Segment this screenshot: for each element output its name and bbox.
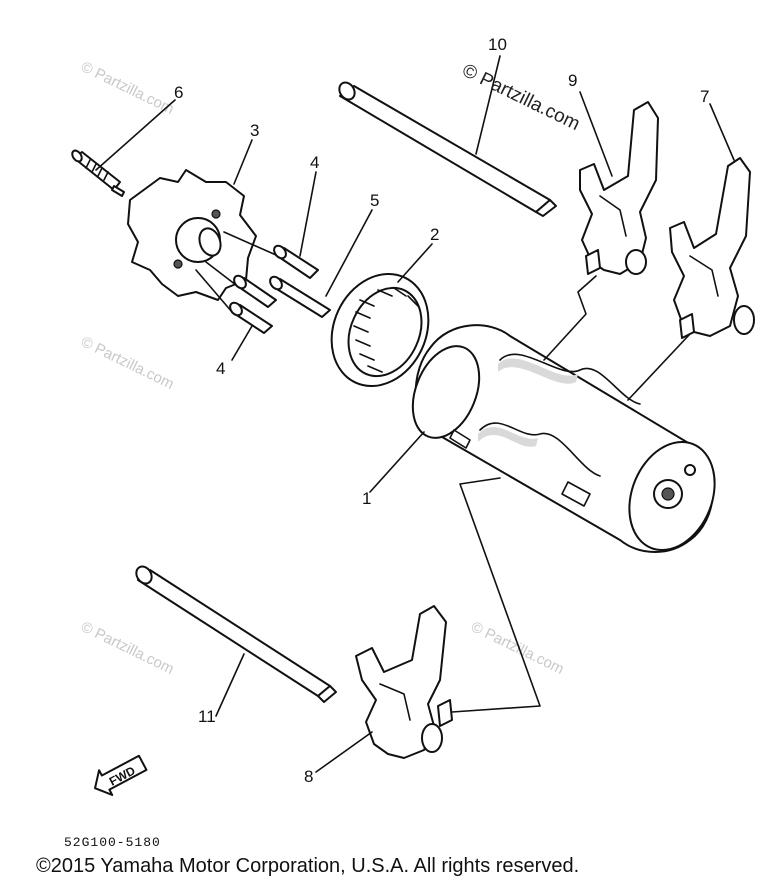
- part-3-drum-segment: [127, 169, 257, 301]
- part-4-pin-upper: [273, 244, 319, 279]
- leader-lines: [95, 55, 735, 773]
- relation-line: [451, 477, 541, 713]
- diagram-code: 52G100-5180: [64, 835, 161, 850]
- copyright-notice: ©2015 Yamaha Motor Corporation, U.S.A. A…: [36, 855, 580, 877]
- part-2-bearing: [330, 272, 430, 388]
- callout-7: 7: [700, 87, 709, 106]
- callout-11: 11: [198, 707, 216, 726]
- relation-line: [543, 275, 597, 361]
- part-1-shift-cam: [411, 324, 716, 553]
- watermark-tile: © Partzilla.com: [78, 618, 176, 678]
- callout-9: 9: [568, 71, 577, 90]
- fwd-arrow-icon: FWD: [94, 754, 148, 796]
- callout-6: 6: [174, 83, 183, 102]
- part-6-screw: [71, 149, 125, 197]
- callout-8: 8: [304, 767, 313, 786]
- callout-3: 3: [250, 121, 259, 140]
- part-7-shift-fork: [669, 157, 755, 339]
- part-8-shift-fork: [355, 605, 453, 759]
- part-4-pin-lower: [229, 301, 273, 334]
- watermark-tile: © Partzilla.com: [78, 58, 176, 118]
- part-10-shift-rod-upper: [338, 81, 557, 217]
- watermark-tile: © Partzilla.com: [78, 333, 176, 393]
- callout-5: 5: [370, 191, 379, 210]
- callout-4-upper: 4: [310, 153, 319, 172]
- part-11-shift-rod-lower: [135, 565, 337, 703]
- callout-10: 10: [488, 35, 507, 54]
- relation-line: [627, 333, 691, 401]
- callout-1: 1: [362, 489, 371, 508]
- part-5-long-pin: [269, 275, 331, 318]
- callout-2: 2: [430, 225, 439, 244]
- part-4-pin-middle: [233, 274, 277, 308]
- callouts: 1 2 3 4 4 5 6 7 8 9 10 11: [174, 35, 709, 786]
- callout-4-lower: 4: [216, 359, 225, 378]
- watermark-tile: © Partzilla.com: [468, 618, 566, 678]
- part-9-shift-fork: [579, 101, 659, 275]
